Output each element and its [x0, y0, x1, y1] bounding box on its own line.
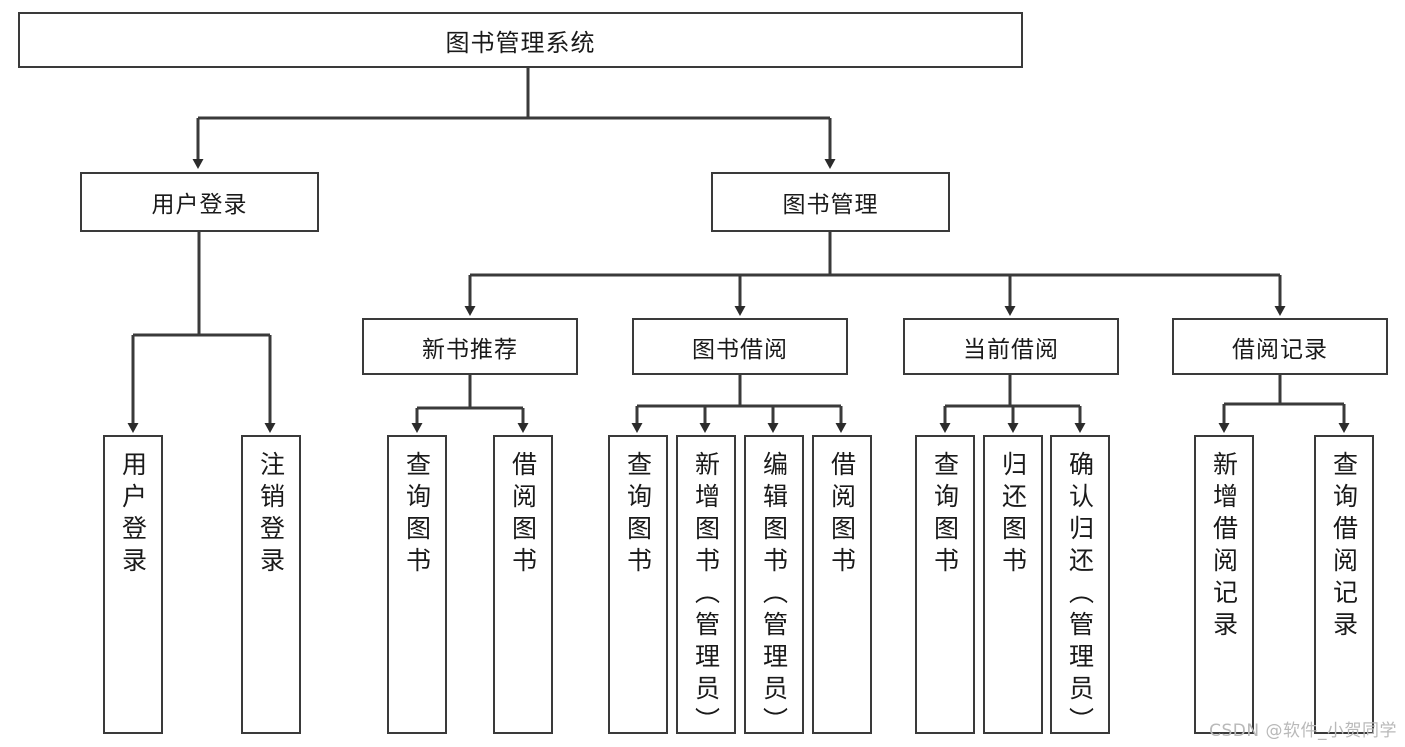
node-current-borrow[interactable]: 当前借阅: [903, 318, 1119, 375]
leaf-current-return-book[interactable]: 归还图书: [983, 435, 1043, 734]
leaf-current-query-book[interactable]: 查询图书: [915, 435, 975, 734]
node-label: 借阅图书: [508, 451, 538, 579]
node-label: 新增借阅记录: [1209, 451, 1239, 643]
node-borrow-record[interactable]: 借阅记录: [1172, 318, 1388, 375]
node-label: 图书借阅: [692, 336, 788, 363]
node-root-system[interactable]: 图书管理系统: [18, 12, 1023, 68]
node-label: 图书管理系统: [445, 28, 596, 57]
leaf-record-query[interactable]: 查询借阅记录: [1314, 435, 1374, 734]
node-label: 图书管理: [782, 192, 879, 218]
leaf-new-book-query[interactable]: 查询图书: [387, 435, 447, 734]
leaf-user-login-logout[interactable]: 注销登录: [241, 435, 301, 734]
leaf-new-book-borrow[interactable]: 借阅图书: [493, 435, 553, 734]
node-label: 查询图书: [930, 451, 960, 579]
csdn-watermark: CSDN @软件_小贺同学: [1209, 721, 1397, 741]
node-book-borrow[interactable]: 图书借阅: [632, 318, 848, 375]
node-label: 用户登录: [151, 192, 248, 218]
node-label: 新书推荐: [422, 336, 518, 363]
node-new-book-recommend[interactable]: 新书推荐: [362, 318, 578, 375]
node-user-login[interactable]: 用户登录: [80, 172, 319, 232]
node-label: 注销登录: [256, 451, 286, 579]
node-label: 查询图书: [623, 451, 653, 579]
node-label: 编辑图书（管理员）: [759, 451, 789, 739]
node-label: 用户登录: [118, 451, 148, 579]
leaf-record-add[interactable]: 新增借阅记录: [1194, 435, 1254, 734]
node-label: 查询借阅记录: [1329, 451, 1359, 643]
leaf-user-login-login[interactable]: 用户登录: [103, 435, 163, 734]
node-label: 新增图书（管理员）: [691, 451, 721, 739]
leaf-current-confirm-return[interactable]: 确认归还（管理员）: [1050, 435, 1110, 739]
node-label: 当前借阅: [963, 336, 1059, 363]
node-label: 确认归还（管理员）: [1065, 451, 1095, 739]
node-label: 借阅图书: [827, 451, 857, 579]
node-book-management[interactable]: 图书管理: [711, 172, 950, 232]
node-label: 借阅记录: [1232, 336, 1328, 363]
leaf-borrow-add-book[interactable]: 新增图书（管理员）: [676, 435, 736, 739]
leaf-borrow-borrow-book[interactable]: 借阅图书: [812, 435, 872, 734]
node-label: 查询图书: [402, 451, 432, 579]
node-label: 归还图书: [998, 451, 1028, 579]
leaf-borrow-query-book[interactable]: 查询图书: [608, 435, 668, 734]
leaf-borrow-edit-book[interactable]: 编辑图书（管理员）: [744, 435, 804, 739]
